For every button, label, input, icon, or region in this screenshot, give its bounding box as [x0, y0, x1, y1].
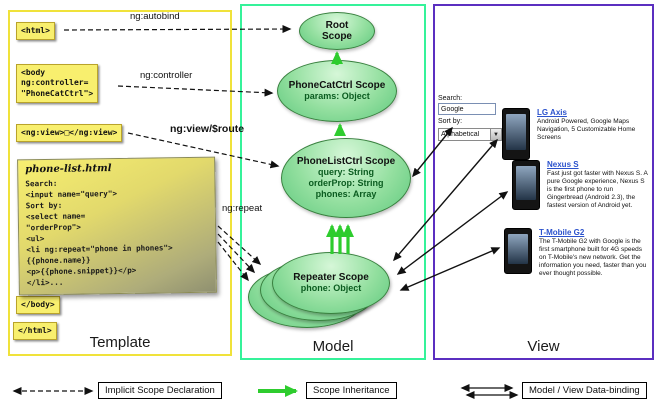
phone-list-item: T-Mobile G2 The T-Mobile G2 with Google …: [504, 228, 650, 278]
phonecat-scope-ellipse: PhoneCatCtrl Scope params: Object: [277, 60, 397, 122]
scope-prop: params: Object: [304, 91, 370, 102]
search-input[interactable]: [438, 103, 496, 115]
arrow-label-ng-autobind: ng:autobind: [130, 11, 180, 22]
legend-model-view-data-binding: Model / View Data-binding: [522, 382, 647, 399]
scope-title: Root Scope: [321, 19, 352, 42]
phone-description: Fast just got faster with Nexus S. A pur…: [547, 170, 648, 209]
repeater-scope-stack: Repeater Scope phone: Object: [248, 252, 394, 332]
tag-ng-view: <ng:view>□</ng:view>: [16, 124, 123, 143]
scope-prop: phone: Object: [300, 283, 362, 294]
code-line: </li>...: [26, 277, 64, 288]
phone-description: Android Powered, Google Maps Navigation,…: [537, 118, 636, 141]
scope-title: PhoneListCtrl Scope: [296, 155, 396, 167]
code-block-phone-list: phone-list.html Search: <input name="que…: [17, 156, 217, 296]
phone-image: [502, 108, 530, 160]
legend-scope-inheritance: Scope Inheritance: [306, 382, 397, 399]
phone-image: [512, 160, 540, 210]
root-scope-ellipse: Root Scope: [299, 12, 375, 50]
tag-html-open: <html>: [16, 22, 55, 41]
phone-image: [504, 228, 532, 274]
scope-prop: orderProp: String: [308, 178, 384, 189]
repeater-scope-ellipse: Repeater Scope phone: Object: [272, 252, 390, 314]
code-block-title: phone-list.html: [25, 163, 112, 176]
phonelist-scope-ellipse: PhoneListCtrl Scope query: String orderP…: [281, 138, 411, 218]
template-panel: Template: [8, 10, 232, 356]
arrow-label-ng-repeat: ng:repeat: [222, 203, 263, 214]
sort-select-value: Alphabetical: [441, 131, 480, 138]
legend-double-arrow-icon: [460, 384, 519, 399]
legend-implicit-scope-declaration: Implicit Scope Declaration: [98, 382, 222, 399]
model-panel-label: Model: [312, 338, 354, 355]
view-controls: Search: Sort by: Alphabetical ▼: [438, 95, 508, 141]
scope-prop: query: String: [317, 167, 374, 178]
view-panel-label: View: [527, 338, 560, 355]
phone-name-link[interactable]: LG Axis: [537, 108, 567, 117]
tag-html-close: </html>: [13, 322, 57, 341]
phone-list-item: Nexus S Fast just got faster with Nexus …: [512, 160, 650, 210]
phone-description: The T-Mobile G2 with Google is the first…: [539, 238, 647, 277]
phone-text: T-Mobile G2 The T-Mobile G2 with Google …: [539, 228, 647, 278]
tag-body-close: </body>: [16, 296, 60, 315]
chevron-down-icon: ▼: [490, 129, 501, 140]
template-panel-label: Template: [89, 334, 151, 351]
phone-text: LG Axis Android Powered, Google Maps Nav…: [537, 108, 645, 160]
sort-label: Sort by:: [438, 118, 463, 125]
scope-prop: phones: Array: [315, 189, 377, 200]
phone-name-link[interactable]: T-Mobile G2: [539, 228, 585, 237]
arrow-label-ng-view-route: ng:view/$route: [170, 123, 245, 135]
phone-text: Nexus S Fast just got faster with Nexus …: [547, 160, 650, 210]
scope-title: Repeater Scope: [293, 271, 369, 283]
search-label: Search:: [438, 95, 463, 102]
tag-body-open: <body ng:controller= "PhoneCatCtrl">: [16, 64, 99, 104]
arrow-label-ng-controller: ng:controller: [140, 70, 193, 81]
phone-list-item: LG Axis Android Powered, Google Maps Nav…: [502, 108, 650, 160]
scope-title: PhoneCatCtrl Scope: [288, 79, 386, 91]
phone-name-link[interactable]: Nexus S: [547, 160, 579, 169]
sort-select[interactable]: Alphabetical ▼: [438, 128, 502, 141]
